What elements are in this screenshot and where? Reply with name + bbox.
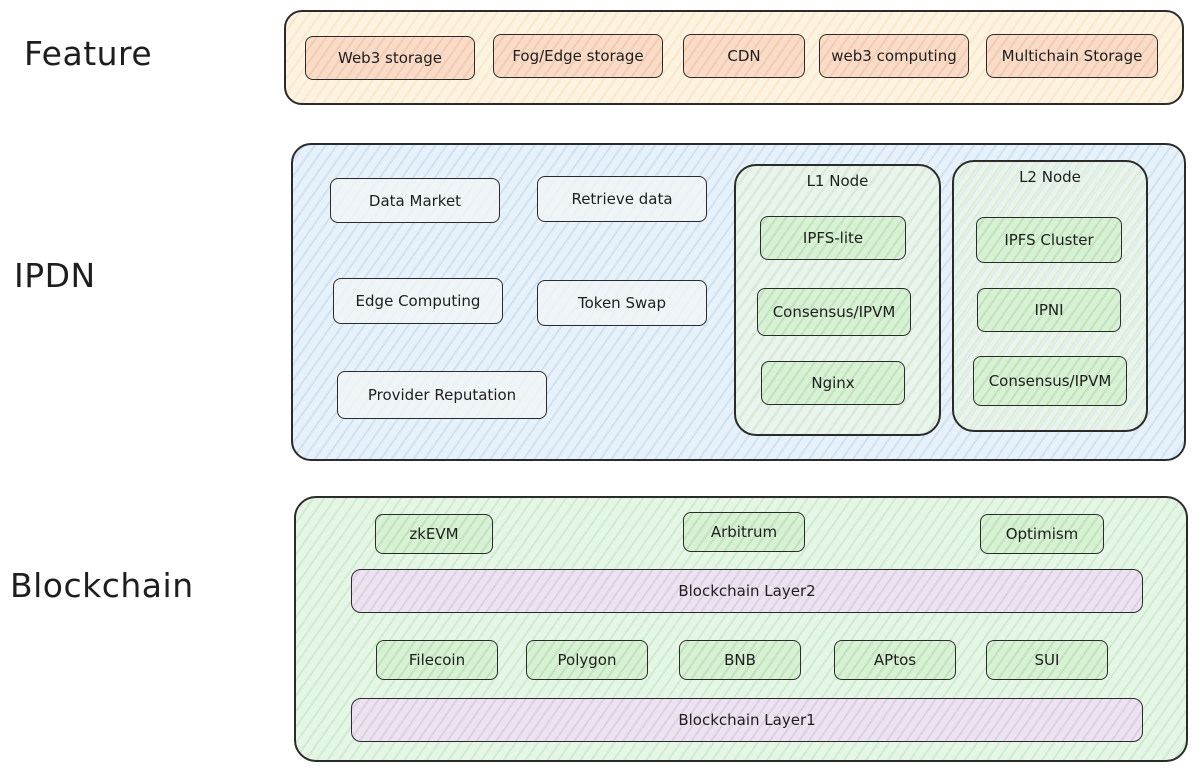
feature-layer-label: Feature xyxy=(24,34,153,73)
blockchain-layer-label: Blockchain xyxy=(10,566,194,605)
ipdn-layer-label: IPDN xyxy=(14,256,96,295)
ipdn-item-retrieve-data: Retrieve data xyxy=(537,176,707,222)
layer1-item-polygon: Polygon xyxy=(526,640,648,680)
layer1-item-bnb: BNB xyxy=(679,640,801,680)
ipdn-item-provider-reputation: Provider Reputation xyxy=(337,371,547,419)
l1-node-title: L1 Node xyxy=(806,172,869,190)
feature-item-web3-computing: web3 computing xyxy=(819,34,969,78)
blockchain-layer2-bar: Blockchain Layer2 xyxy=(351,569,1143,613)
l2-node-title: L2 Node xyxy=(1019,168,1081,186)
ipdn-item-edge-computing: Edge Computing xyxy=(333,278,503,324)
l2-node-item-ipni: IPNI xyxy=(977,288,1121,332)
layer1-item-filecoin: Filecoin xyxy=(376,640,498,680)
l1-node-item-ipfs-lite: IPFS-lite xyxy=(760,216,906,260)
l1-node-item-consensus-ipvm: Consensus/IPVM xyxy=(757,288,911,336)
layer2-item-arbitrum: Arbitrum xyxy=(683,512,805,552)
l1-node-item-nginx: Nginx xyxy=(761,361,905,405)
feature-item-multichain-storage: Multichain Storage xyxy=(986,34,1158,78)
layer2-item-zkevm: zkEVM xyxy=(375,514,493,554)
blockchain-layer1-bar: Blockchain Layer1 xyxy=(351,698,1143,742)
feature-item-cdn: CDN xyxy=(683,34,805,78)
l2-node-item-ipfs-cluster: IPFS Cluster xyxy=(976,217,1122,263)
l2-node-item-consensus-ipvm: Consensus/IPVM xyxy=(973,356,1127,406)
feature-item-fog-edge-storage: Fog/Edge storage xyxy=(493,34,663,78)
ipdn-item-token-swap: Token Swap xyxy=(537,280,707,326)
layer2-item-optimism: Optimism xyxy=(980,514,1104,554)
layer1-item-aptos: APtos xyxy=(834,640,956,680)
layer1-item-sui: SUI xyxy=(986,640,1108,680)
feature-item-web3-storage: Web3 storage xyxy=(305,36,475,80)
ipdn-item-data-market: Data Market xyxy=(330,178,500,223)
